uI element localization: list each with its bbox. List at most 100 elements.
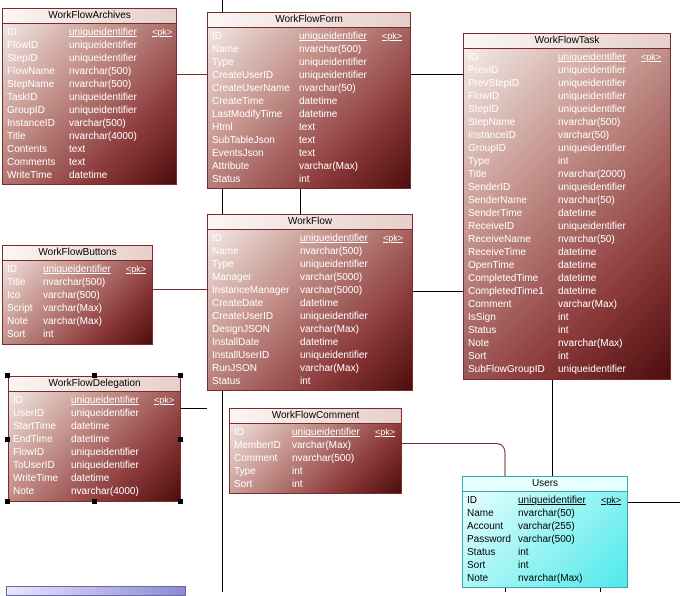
selection-handle-bottom-left[interactable] [5, 499, 10, 504]
selection-handle-top-left[interactable] [5, 373, 10, 378]
table-partial-offscreen[interactable] [6, 586, 186, 596]
selection-handle-bottom-center[interactable] [92, 499, 97, 504]
selection-handle-middle-left[interactable] [5, 437, 10, 442]
selection-handle-bottom-right[interactable] [178, 499, 183, 504]
selection-handle-middle-right[interactable] [178, 437, 183, 442]
selection-handle-top-center[interactable] [92, 373, 97, 378]
selection-handle-top-right[interactable] [178, 373, 183, 378]
